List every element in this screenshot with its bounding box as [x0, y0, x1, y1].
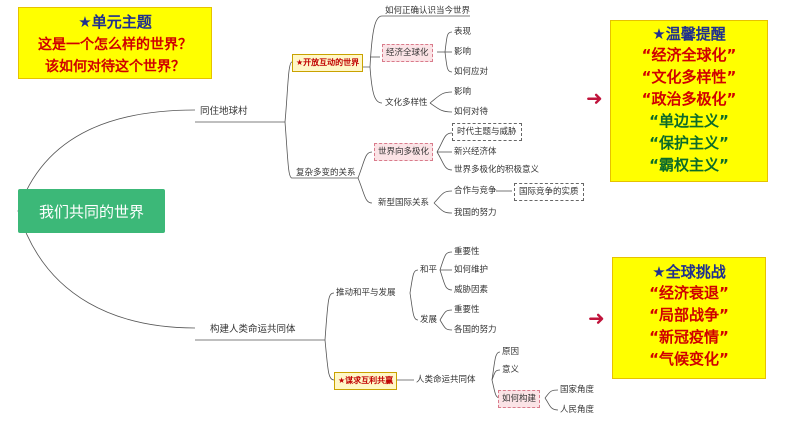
how-to-build-node[interactable]: 如何构建	[498, 390, 541, 408]
community-item[interactable]: 原因	[502, 347, 520, 357]
multipolar-node[interactable]: 世界向多极化	[374, 143, 434, 161]
reminder-item: “霸权主义”	[649, 156, 729, 174]
reminder-item: “保护主义”	[649, 134, 729, 152]
challenge-item: “局部战争”	[649, 306, 729, 324]
multipolar-item[interactable]: 时代主题与威胁	[452, 123, 522, 141]
coop-compete-node[interactable]: 合作与竞争	[454, 186, 497, 196]
develop-item[interactable]: 重要性	[454, 305, 480, 315]
reminder-item: “单边主义”	[649, 112, 729, 130]
multipolar-item[interactable]: 新兴经济体	[454, 147, 497, 157]
globalization-item[interactable]: 表现	[454, 27, 472, 37]
diversity-item[interactable]: 如何对待	[454, 107, 489, 117]
arrow-right-icon: ➜	[586, 86, 603, 110]
community-node[interactable]: 人类命运共同体	[416, 375, 476, 385]
peace-node[interactable]: 和平	[420, 265, 438, 275]
competition-essence-node[interactable]: 国际竞争的实质	[514, 183, 584, 201]
challenge-item: “经济衰退”	[649, 284, 729, 302]
multipolar-item[interactable]: 世界多极化的积极意义	[454, 165, 540, 175]
reminder-item: “经济全球化”	[641, 46, 737, 64]
promote-peace-node[interactable]: 推动和平与发展	[336, 288, 396, 298]
challenge-title: ★全球挑战	[652, 263, 726, 281]
peace-item[interactable]: 重要性	[454, 247, 480, 257]
develop-node[interactable]: 发展	[420, 315, 438, 325]
build-item[interactable]: 人民角度	[560, 405, 595, 415]
build-item[interactable]: 国家角度	[560, 385, 595, 395]
understand-world-node[interactable]: 如何正确认识当今世界	[385, 6, 471, 16]
topic-title: ★单元主题	[78, 13, 152, 31]
branch-community[interactable]: 构建人类命运共同体	[210, 324, 296, 335]
topic-question-2: 该如何对待这个世界？	[45, 59, 185, 75]
reminder-item: “文化多样性”	[641, 68, 737, 86]
reminder-box: ★温馨提醒 “经济全球化” “文化多样性” “政治多极化” “单边主义” “保护…	[610, 20, 768, 182]
develop-item[interactable]: 各国的努力	[454, 325, 497, 335]
root-node[interactable]: 我们共同的世界	[18, 189, 165, 233]
globalization-item[interactable]: 如何应对	[454, 67, 489, 77]
topic-box: ★单元主题 这是一个怎么样的世界？ 该如何对待这个世界？	[18, 7, 212, 79]
community-item[interactable]: 意义	[502, 365, 520, 375]
reminder-item: “政治多极化”	[641, 90, 737, 108]
globalization-node[interactable]: 经济全球化	[382, 44, 433, 62]
peace-item[interactable]: 如何维护	[454, 265, 489, 275]
mutual-benefit-node[interactable]: ★谋求互利共赢	[334, 372, 398, 390]
open-world-node[interactable]: ★开放互动的世界	[292, 54, 364, 72]
new-relations-node[interactable]: 新型国际关系	[378, 198, 430, 208]
branch-global-village[interactable]: 同住地球村	[200, 106, 248, 117]
topic-question-1: 这是一个怎么样的世界？	[38, 37, 192, 53]
challenge-item: “新冠疫情”	[649, 328, 729, 346]
reminder-title: ★温馨提醒	[652, 25, 726, 43]
challenge-item: “气候变化”	[649, 350, 729, 368]
complex-relations-node[interactable]: 复杂多变的关系	[296, 168, 356, 178]
our-efforts-node[interactable]: 我国的努力	[454, 208, 497, 218]
diversity-node[interactable]: 文化多样性	[385, 98, 428, 108]
peace-item[interactable]: 威胁因素	[454, 285, 489, 295]
globalization-item[interactable]: 影响	[454, 47, 472, 57]
challenge-box: ★全球挑战 “经济衰退” “局部战争” “新冠疫情” “气候变化”	[612, 257, 766, 379]
arrow-right-icon: ➜	[588, 306, 605, 330]
diversity-item[interactable]: 影响	[454, 87, 472, 97]
